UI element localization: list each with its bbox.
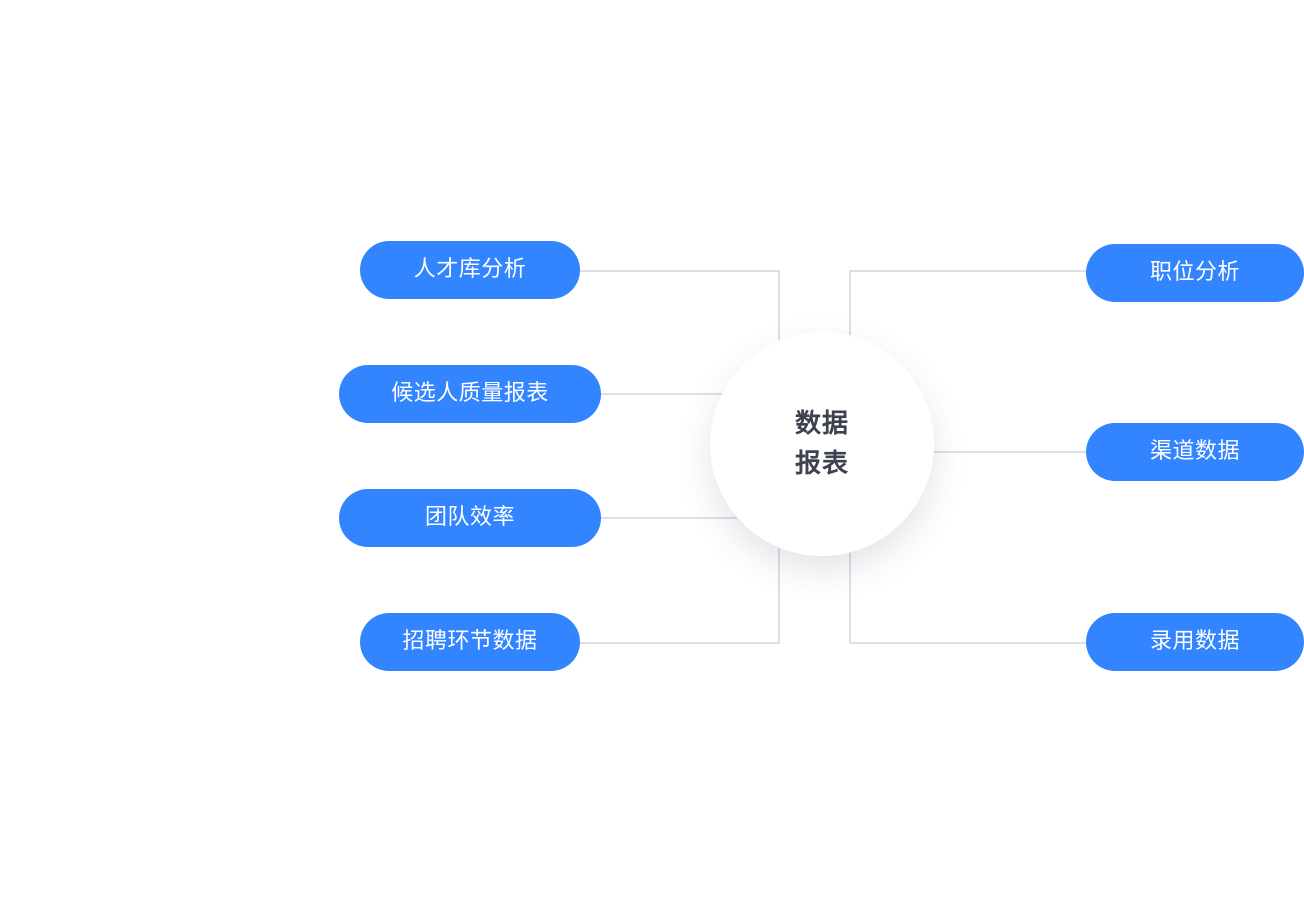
connector-recruit-stage [580,548,780,644]
node-channel-data[interactable]: 渠道数据 [1086,423,1304,481]
hub-data-report[interactable]: 数据 报表 [710,332,934,556]
hub-label-line2: 报表 [794,449,849,479]
node-talent-pool-analysis[interactable]: 人才库分析 [360,241,580,299]
hub-label-line1: 数据 [794,409,849,439]
node-recruitment-stage-data[interactable]: 招聘环节数据 [360,613,580,671]
node-team-efficiency[interactable]: 团队效率 [339,489,601,547]
node-candidate-quality-report[interactable]: 候选人质量报表 [339,365,601,423]
connector-position-analysis [849,270,1086,335]
connector-talent-pool [580,270,780,340]
node-position-analysis[interactable]: 职位分析 [1086,244,1304,302]
connector-hire-data [849,552,1086,644]
node-hire-data[interactable]: 录用数据 [1086,613,1304,671]
